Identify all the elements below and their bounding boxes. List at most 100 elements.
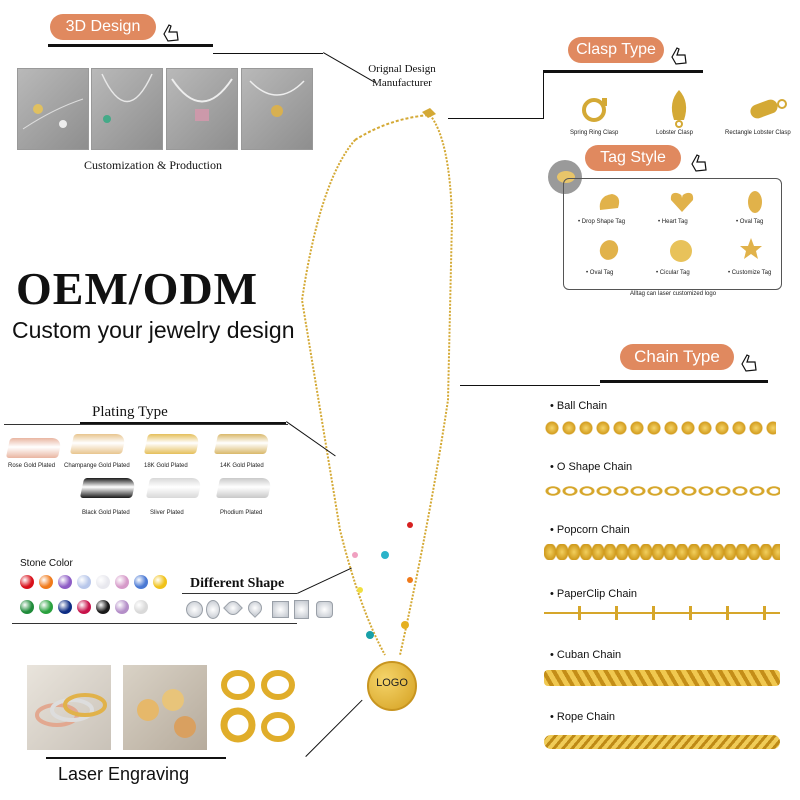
rope-chain-swatch bbox=[544, 735, 780, 749]
stone-color-title: Stone Color bbox=[20, 558, 73, 569]
engraved-bangles-photo bbox=[27, 665, 111, 750]
plating-swatch bbox=[215, 478, 273, 498]
plating-box-border bbox=[4, 424, 288, 425]
logo-pendant bbox=[367, 661, 417, 711]
design-render-1 bbox=[17, 68, 89, 150]
paperclip-chain-swatch bbox=[544, 606, 780, 620]
clasp-connector-v bbox=[543, 70, 544, 118]
tag-label: • Heart Tag bbox=[658, 219, 688, 225]
plating-label: Black Gold Plated bbox=[82, 510, 130, 516]
pointer-hand-icon bbox=[691, 154, 707, 172]
plating-label: 18K Gold Plated bbox=[144, 463, 188, 469]
o-shape-chain-swatch bbox=[544, 484, 780, 498]
stone-color-swatch bbox=[96, 600, 110, 614]
stone-color-swatch bbox=[77, 600, 91, 614]
tag-label: • Oval Tag bbox=[586, 270, 614, 276]
pointer-hand-icon bbox=[741, 354, 757, 372]
clasp-underline bbox=[543, 70, 703, 73]
star-tag-icon bbox=[740, 238, 762, 259]
clasp-label: Spring Ring Clasp bbox=[570, 130, 619, 136]
plating-title: Plating Type bbox=[92, 404, 168, 420]
plating-label: Champange Gold Plated bbox=[64, 463, 130, 469]
shape-underline bbox=[182, 593, 297, 594]
stone-color-swatch bbox=[134, 600, 148, 614]
page-title: OEM/ODM bbox=[16, 263, 259, 314]
spring-ring-clasp-icon bbox=[582, 98, 607, 122]
oval-stone-icon bbox=[206, 600, 220, 619]
original-design-label: Orignal Design Manufacturer bbox=[368, 63, 436, 89]
pointer-hand-icon bbox=[671, 47, 687, 65]
round-stone-icon bbox=[186, 601, 203, 618]
clasp-label: Lobster Clasp bbox=[656, 130, 694, 136]
page-subtitle: Custom your jewelry design bbox=[12, 317, 295, 343]
princess-stone-icon bbox=[272, 601, 289, 618]
design-render-3 bbox=[166, 68, 238, 150]
shape-title: Different Shape bbox=[190, 576, 285, 591]
tag-label: • Cicular Tag bbox=[656, 270, 690, 276]
stone-color-swatch bbox=[153, 575, 167, 589]
design-connector bbox=[213, 53, 323, 54]
stone-color-swatch bbox=[39, 600, 53, 614]
clasp-label: Rectangle Lobster Clasp bbox=[725, 130, 791, 136]
tag-style-thumb-tag bbox=[557, 171, 575, 183]
tag-label: • Customize Tag bbox=[728, 270, 772, 276]
chain-label-text: Popcorn Chain bbox=[556, 524, 630, 536]
plating-label: Sliver Plated bbox=[150, 510, 184, 516]
plating-label: Phodium Plated bbox=[220, 510, 263, 516]
chain-type-pill[interactable]: Chain Type bbox=[620, 344, 734, 370]
stone-color-swatch bbox=[134, 575, 148, 589]
clasp-connector-h bbox=[448, 118, 544, 119]
drop-shape-tag-icon bbox=[599, 194, 620, 210]
stone-color-swatch bbox=[20, 600, 34, 614]
heart-stone-icon bbox=[245, 598, 265, 618]
design-underline bbox=[48, 44, 213, 47]
chain-label: • Cuban Chain bbox=[550, 649, 622, 661]
chain-underline bbox=[600, 380, 768, 383]
stone-color-swatch bbox=[77, 575, 91, 589]
clasp-pill[interactable]: Clasp Type bbox=[568, 37, 664, 63]
tag-label-text: Cicular Tag bbox=[659, 270, 690, 276]
chain-label-text: Rope Chain bbox=[556, 711, 616, 723]
plating-label: Rose Gold Plated bbox=[8, 463, 56, 469]
chain-label-text: Ball Chain bbox=[556, 400, 608, 412]
chain-label: • Rope Chain bbox=[550, 711, 616, 723]
plating-underline bbox=[80, 422, 286, 424]
chain-connector bbox=[460, 385, 600, 386]
chain-label-text: PaperClip Chain bbox=[556, 588, 638, 600]
stone-color-swatch bbox=[39, 575, 53, 589]
design-render-4 bbox=[241, 68, 313, 150]
ball-chain-swatch bbox=[544, 420, 776, 436]
stone-color-swatch bbox=[96, 575, 110, 589]
stone-color-swatch bbox=[20, 575, 34, 589]
chain-label: • PaperClip Chain bbox=[550, 588, 638, 600]
pendant-logo-text: LOGO bbox=[376, 677, 408, 689]
tag-style-pill[interactable]: Tag Style bbox=[585, 145, 681, 171]
marquise-stone-icon bbox=[223, 598, 243, 618]
gold-rings-photo bbox=[218, 665, 302, 750]
design-caption: Customization & Production bbox=[84, 158, 222, 172]
rectangle-lobster-clasp-icon bbox=[750, 99, 787, 119]
oval-tag-icon bbox=[599, 240, 619, 260]
oval-tag-icon bbox=[748, 191, 762, 213]
chain-label: • Popcorn Chain bbox=[550, 524, 630, 536]
plating-swatch bbox=[143, 434, 201, 454]
plating-swatch bbox=[69, 434, 127, 454]
plating-label: 14K Gold Plated bbox=[220, 463, 264, 469]
plating-swatch bbox=[213, 434, 271, 454]
stone-color-swatch bbox=[115, 600, 129, 614]
chain-label: • O Shape Chain bbox=[550, 461, 633, 473]
engraved-pendants-photo bbox=[123, 665, 207, 750]
plating-swatch bbox=[79, 478, 137, 498]
emerald-stone-icon bbox=[294, 600, 309, 619]
stone-color-swatch bbox=[58, 575, 72, 589]
pointer-hand-icon bbox=[163, 24, 179, 42]
design-render-2 bbox=[91, 68, 163, 150]
chain-label: • Ball Chain bbox=[550, 400, 608, 412]
circular-tag-icon bbox=[670, 240, 692, 262]
design-pill[interactable]: 3D Design bbox=[50, 14, 156, 40]
tag-note: Alltag can laser customized logo bbox=[630, 291, 717, 297]
laser-title: Laser Engraving bbox=[58, 764, 190, 784]
stone-box-border bbox=[12, 623, 297, 624]
plating-swatch bbox=[145, 478, 203, 498]
stone-color-swatch bbox=[115, 575, 129, 589]
